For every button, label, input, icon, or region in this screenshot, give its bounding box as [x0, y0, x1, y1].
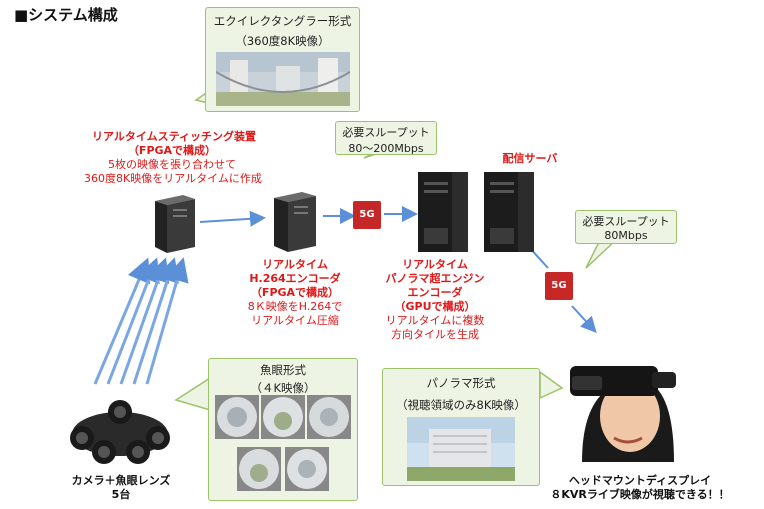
equirect-image	[216, 52, 350, 106]
camera-label-1: カメラ＋魚眼レンズ	[71, 474, 171, 487]
panorama-enc-d2: 方向タイルを生成	[391, 328, 479, 341]
throughput2-value: 80Mbps	[604, 229, 648, 242]
panorama-enc-l1: リアルタイム	[402, 258, 468, 271]
throughput1-callout: 必要スループット 80～200Mbps	[335, 121, 437, 155]
camera-to-stitch-arrows	[93, 257, 189, 385]
5g-badge-1: 5G	[353, 201, 381, 229]
throughput2-callout-tail	[585, 239, 618, 269]
panorama-callout: パノラマ形式 （視聴領域のみ8K映像）	[382, 368, 540, 486]
panorama-enc-l2: パノラマ超エンジン	[385, 272, 485, 285]
panorama-image	[407, 417, 515, 481]
hmd-user-image	[570, 366, 676, 462]
equirect-sub: （360度8K映像）	[235, 34, 330, 48]
h264-d2: リアルタイム圧縮	[251, 314, 339, 327]
server-label: 配信サーバ	[502, 152, 558, 165]
h264-d1: 8Ｋ映像をH.264で	[247, 300, 343, 313]
throughput1-value: 80～200Mbps	[348, 142, 424, 155]
panorama-callout-tail	[539, 370, 564, 400]
hmd-label-2: ８KVRライブ映像が視聴できる！！	[550, 488, 730, 501]
throughput1-label: 必要スループット	[342, 126, 430, 139]
fisheye-callout: 魚眼形式 （４K映像）	[208, 358, 358, 501]
5g-badge-2-text: 5G	[551, 280, 567, 291]
h264-l1: リアルタイム	[262, 258, 328, 271]
stitch-desc1: 5枚の映像を張り合わせて	[108, 158, 236, 171]
stitch-name: リアルタイムスティッチング装置	[92, 130, 257, 143]
server-tower-icon-1	[418, 172, 468, 252]
5g-badge-2: 5G	[545, 272, 573, 300]
panorama-enc-l3: エンコーダ	[407, 286, 463, 299]
h264-l2: H.264エンコーダ	[249, 272, 341, 285]
camera-label-2: 5台	[111, 488, 131, 501]
panorama-enc-d1: リアルタイムに複数	[385, 314, 485, 327]
h264-l3: （FPGAで構成）	[250, 286, 340, 299]
arrow-5g-to-hmd	[571, 305, 597, 333]
throughput2-callout: 必要スループット 80Mbps	[575, 210, 677, 244]
hmd-label-1: ヘッドマウントディスプレイ	[568, 474, 712, 487]
equirect-callout: エクイレクタングラー形式 （360度8K映像）	[205, 7, 360, 112]
arrow-stitch-to-encoder	[199, 210, 266, 227]
server-tower-icon-2	[484, 172, 534, 252]
stitch-desc2: 360度8K映像をリアルタイムに作成	[84, 172, 262, 185]
5g-badge-1-text: 5G	[359, 209, 375, 220]
fisheye-sub: （４K映像）	[250, 381, 316, 395]
fisheye-heading: 魚眼形式	[260, 363, 306, 377]
panorama-sub: （視聴領域のみ8K映像）	[396, 398, 526, 412]
panorama-enc-l4: （GPUで構成）	[394, 300, 476, 313]
page-title: ■システム構成	[14, 6, 118, 24]
stitch-device-icon	[155, 195, 195, 253]
equirect-heading: エクイレクタングラー形式	[213, 14, 352, 28]
fisheye-images	[215, 395, 351, 491]
throughput2-label: 必要スループット	[582, 215, 670, 228]
fisheye-callout-tail	[174, 376, 211, 412]
h264-encoder-icon	[274, 192, 316, 252]
stitch-sub: （FPGAで構成）	[127, 144, 217, 157]
panorama-heading: パノラマ形式	[426, 376, 496, 390]
camera-rig-icon	[70, 400, 170, 464]
